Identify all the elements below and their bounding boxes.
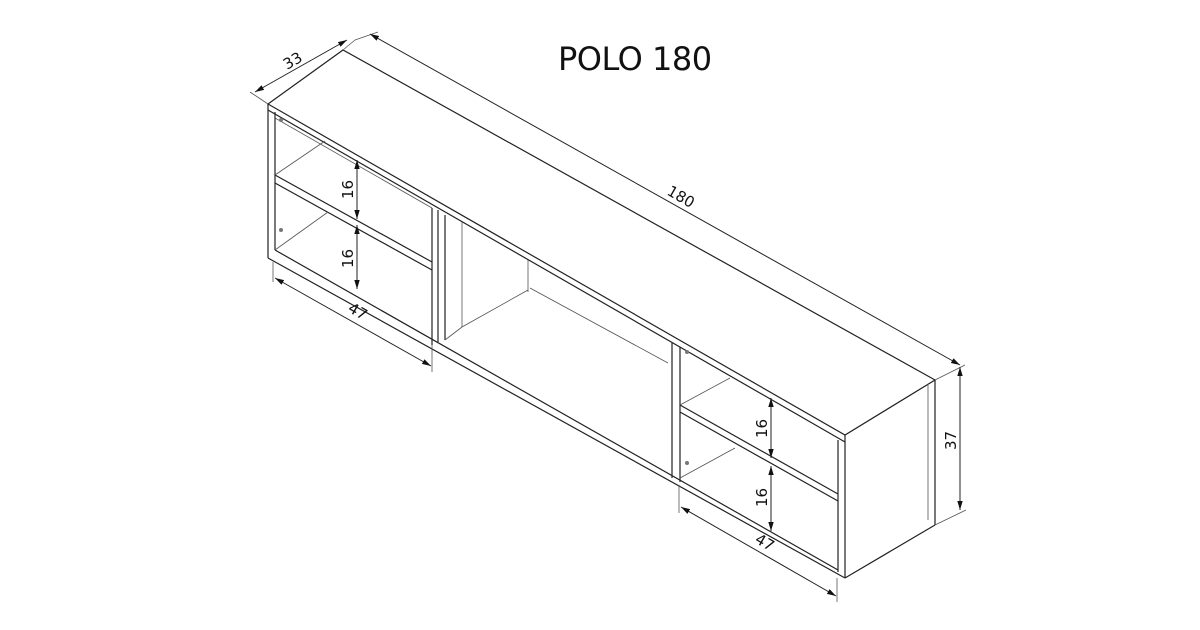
width-label: 180	[664, 182, 698, 212]
height-label: 37	[942, 431, 960, 450]
dimension-lines	[249, 31, 967, 602]
depth-label: 33	[280, 48, 306, 73]
left-shelf-lower-label: 16	[339, 249, 357, 268]
right-shelf-upper-label: 16	[753, 419, 771, 438]
cabinet-outline	[266, 49, 937, 579]
right-shelf-lower-label: 16	[753, 488, 771, 507]
dimension-labels: 33 180 37 16 16 47 16 16 47	[280, 48, 960, 555]
left-shelf-upper-label: 16	[339, 180, 357, 199]
